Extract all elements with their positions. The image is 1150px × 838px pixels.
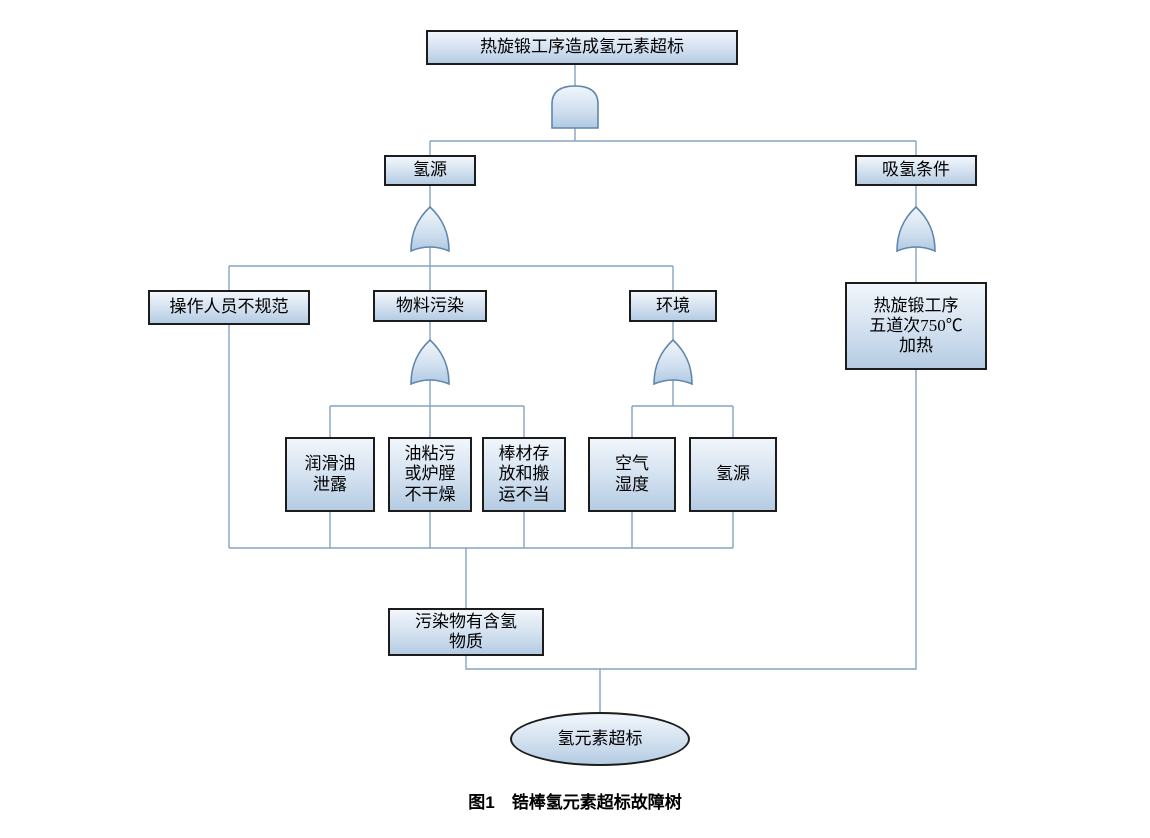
or-gate-hydrogen-source: [410, 205, 450, 253]
wire-gate-branch: [429, 128, 917, 155]
node-oil-stain: 油粘污 或炉膛 不干燥: [388, 437, 472, 512]
node-hydrogen-source: 氢源: [384, 155, 476, 186]
or-gate-environment: [653, 338, 693, 386]
or-gate-material: [410, 338, 450, 386]
node-bar-handling: 棒材存 放和搬 运不当: [482, 437, 566, 512]
node-environment: 环境: [629, 290, 717, 322]
node-result: 氢元素超标: [510, 712, 690, 766]
node-humidity: 空气 湿度: [588, 437, 676, 512]
wire-environment-branch: [631, 378, 734, 437]
node-pollutant: 污染物有含氢 物质: [388, 608, 544, 656]
wire-to-result: [465, 370, 917, 712]
or-gate-absorb-condition: [896, 205, 936, 253]
wire-collector: [228, 325, 734, 608]
node-lube-leak: 润滑油 泄露: [285, 437, 375, 512]
wire-hydrogen-source-branch: [228, 245, 674, 290]
node-operator: 操作人员不规范: [148, 290, 310, 325]
node-root: 热旋锻工序造成氢元素超标: [426, 30, 738, 65]
wire-material-branch: [329, 378, 525, 437]
node-absorb-condition: 吸氢条件: [855, 155, 977, 186]
node-forging-heat: 热旋锻工序 五道次750℃ 加热: [845, 282, 987, 370]
node-material: 物料污染: [373, 290, 487, 322]
figure-caption: 图1 锆棒氢元素超标故障树: [468, 793, 682, 812]
node-hydrogen-source-2: 氢源: [689, 437, 777, 512]
and-gate-root: [551, 85, 599, 129]
